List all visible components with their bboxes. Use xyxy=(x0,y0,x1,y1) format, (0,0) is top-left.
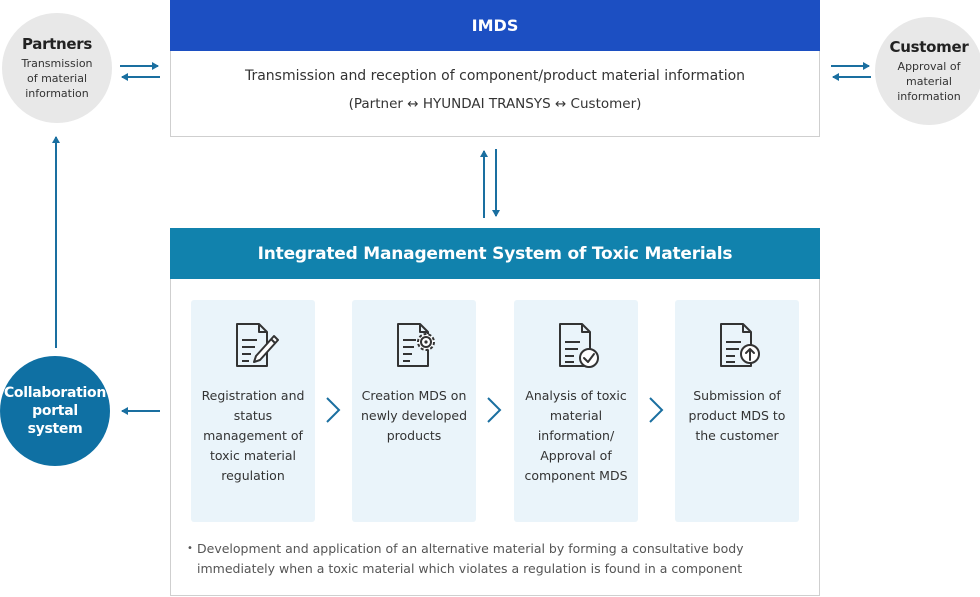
customer-node: Customer Approval of material informatio… xyxy=(875,17,980,125)
step-card: Analysis of toxic material information/ … xyxy=(514,300,638,522)
imds-header: IMDS xyxy=(170,0,820,51)
partners-subtitle: Transmission of material information xyxy=(21,57,93,100)
document-check-icon xyxy=(559,323,599,368)
partners-imds-arrows xyxy=(120,62,160,81)
imds-customer-arrows xyxy=(831,62,871,81)
chevron-right-icon xyxy=(326,397,341,423)
document-upload-icon xyxy=(720,323,760,367)
imds-panel: IMDS Transmission and reception of compo… xyxy=(170,0,820,137)
imds-description: Transmission and reception of component/… xyxy=(244,68,746,84)
partners-title: Partners xyxy=(21,35,93,53)
step-card: Submission of product MDS to the custome… xyxy=(675,300,799,522)
step-label: Analysis of toxic material information/ … xyxy=(524,388,628,483)
step-label: Creation MDS on newly developed products xyxy=(360,388,468,443)
chevron-right-icon xyxy=(649,397,664,423)
document-gear-icon xyxy=(397,323,435,367)
chevron-right-icon xyxy=(487,397,502,423)
step-label: Registration and status management of to… xyxy=(201,388,305,483)
footnote-text: Development and application of an altern… xyxy=(197,541,744,576)
customer-subtitle: Approval of material information xyxy=(897,60,961,103)
partners-node: Partners Transmission of material inform… xyxy=(2,13,112,123)
toxic-materials-panel: Integrated Management System of Toxic Ma… xyxy=(170,228,820,596)
customer-title: Customer xyxy=(889,38,969,56)
collaboration-portal-title: Collaboration portal system xyxy=(3,385,107,437)
step-card: Creation MDS on newly developed products xyxy=(352,300,476,522)
step-label: Submission of product MDS to the custome… xyxy=(688,388,786,443)
collaboration-portal-node: Collaboration portal system xyxy=(0,356,110,466)
toxic-materials-header: Integrated Management System of Toxic Ma… xyxy=(170,228,820,279)
document-pencil-icon xyxy=(236,323,279,367)
step-card: Registration and status management of to… xyxy=(191,300,315,522)
footnote: • Development and application of an alte… xyxy=(187,539,807,579)
bullet-icon: • xyxy=(187,543,193,554)
imds-flow: (Partner ↔ HYUNDAI TRANSYS ↔ Customer) xyxy=(348,96,642,112)
imds-toxic-arrows xyxy=(480,149,500,218)
